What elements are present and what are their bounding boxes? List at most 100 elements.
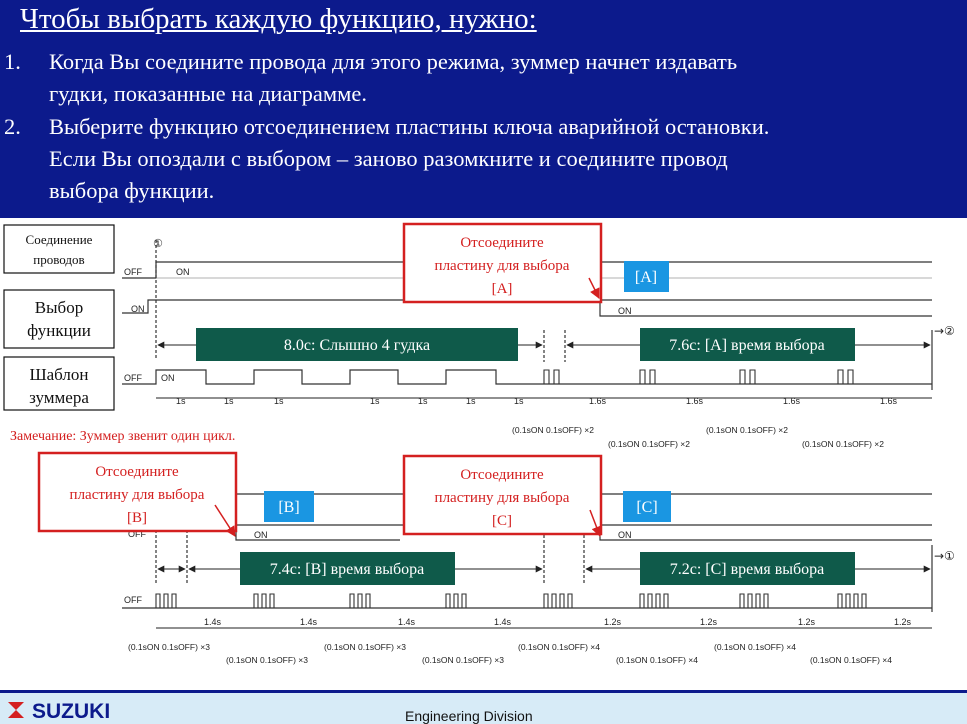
svg-text:1.6s: 1.6s: [589, 396, 607, 406]
footer-bar: SUZUKI Engineering Division: [0, 690, 967, 724]
svg-text:1.2s: 1.2s: [798, 617, 816, 627]
svg-text:(0.1sON 0.1sOFF) ×2: (0.1sON 0.1sOFF) ×2: [706, 425, 788, 435]
svg-text:(0.1sON 0.1sOFF) ×4: (0.1sON 0.1sOFF) ×4: [518, 642, 600, 652]
svg-text:8.0c: Слышно 4 гудка: 8.0c: Слышно 4 гудка: [284, 337, 430, 354]
svg-text:1s: 1s: [370, 396, 380, 406]
instruction-line: Когда Вы соедините провода для этого реж…: [49, 49, 738, 74]
callout-a: Отсоедините пластину для выбора [A]: [402, 222, 603, 304]
svg-text:[C]: [C]: [492, 513, 512, 529]
bottom-pulse-groups: [155, 593, 867, 609]
banner-b-time: 7.4c: [B] время выбора: [240, 552, 455, 585]
row-label-line: Выбор: [35, 298, 83, 317]
svg-text:7.4c: [B] время выбора: 7.4c: [B] время выбора: [270, 561, 425, 578]
svg-text:(0.1sON 0.1sOFF) ×3: (0.1sON 0.1sOFF) ×3: [422, 655, 504, 665]
state-on-label: ON: [176, 267, 190, 277]
svg-text:[C]: [C]: [636, 499, 657, 516]
page-title: Чтобы выбрать каждую функцию, нужно:: [20, 3, 537, 35]
tag-c: [C]: [623, 491, 671, 522]
svg-text:1.6s: 1.6s: [686, 396, 704, 406]
svg-text:1.4s: 1.4s: [494, 617, 512, 627]
tag-a: [A]: [624, 261, 669, 292]
timing-diagram: Соединение проводов Выбор функции Шаблон…: [0, 218, 967, 690]
note-text: Замечание: Зуммер звенит один цикл.: [10, 429, 235, 444]
row-label-connection: Соединение проводов: [3, 224, 115, 274]
row-label-line: Шаблон: [29, 365, 88, 384]
bottom-duration-labels: 1.4s 1.4s 1.4s 1.4s 1.2s 1.2s 1.2s 1.2s: [204, 617, 912, 627]
tag-b: [B]: [264, 491, 314, 522]
svg-text:1s: 1s: [224, 396, 234, 406]
state-on-label: ON: [618, 306, 632, 316]
row-label-line: зуммера: [29, 388, 89, 407]
row-label-line: проводов: [33, 252, 84, 267]
svg-text:7.6c: [A] время выбора: 7.6c: [A] время выбора: [669, 337, 824, 354]
svg-text:(0.1sON 0.1sOFF) ×2: (0.1sON 0.1sOFF) ×2: [608, 439, 690, 449]
callout-b: Отсоедините пластину для выбора [B]: [37, 451, 238, 537]
next-step-marker: →①: [934, 549, 955, 563]
callout-c: Отсоедините пластину для выбора [C]: [402, 454, 603, 537]
svg-text:пластину для выбора: пластину для выбора: [70, 487, 205, 503]
svg-text:(0.1sON 0.1sOFF) ×3: (0.1sON 0.1sOFF) ×3: [324, 642, 406, 652]
instruction-number: 2.: [4, 114, 21, 139]
svg-text:1.4s: 1.4s: [204, 617, 222, 627]
circled-one-marker: ①: [153, 237, 163, 250]
svg-text:Отсоедините: Отсоедините: [95, 464, 179, 480]
top-pattern-labels: (0.1sON 0.1sOFF) ×2 (0.1sON 0.1sOFF) ×2 …: [512, 425, 884, 449]
svg-text:1.2s: 1.2s: [604, 617, 622, 627]
state-off-label: OFF: [124, 267, 142, 277]
svg-text:1s: 1s: [176, 396, 186, 406]
row-label-selection: Выбор функции: [3, 289, 115, 349]
instruction-number: 1.: [4, 49, 21, 74]
svg-text:1.6s: 1.6s: [880, 396, 898, 406]
svg-text:[B]: [B]: [127, 510, 147, 526]
svg-text:1.2s: 1.2s: [894, 617, 912, 627]
svg-text:1s: 1s: [274, 396, 284, 406]
svg-text:пластину для выбора: пластину для выбора: [435, 490, 570, 506]
svg-text:(0.1sON 0.1sOFF) ×2: (0.1sON 0.1sOFF) ×2: [512, 425, 594, 435]
row-label-line: Соединение: [26, 232, 93, 247]
suzuki-s-emblem-icon: [8, 702, 24, 718]
banner-beeps: 8.0c: Слышно 4 гудка: [196, 328, 518, 361]
state-on-label: ON: [618, 530, 632, 540]
svg-text:(0.1sON 0.1sOFF) ×4: (0.1sON 0.1sOFF) ×4: [714, 642, 796, 652]
state-off-label: OFF: [124, 595, 142, 605]
division-label: Engineering Division: [405, 708, 533, 724]
instruction-line: Если Вы опоздали с выбором – заново разо…: [49, 146, 728, 171]
svg-text:1.2s: 1.2s: [700, 617, 718, 627]
svg-text:Отсоедините: Отсоедините: [460, 235, 544, 251]
next-step-marker: →②: [934, 324, 955, 338]
instruction-line: выбора функции.: [49, 178, 215, 203]
state-off-label: OFF: [124, 373, 142, 383]
svg-text:(0.1sON 0.1sOFF) ×3: (0.1sON 0.1sOFF) ×3: [226, 655, 308, 665]
svg-text:[B]: [B]: [278, 499, 299, 516]
instruction-line: Выберите функцию отсоединением пластины …: [49, 114, 770, 139]
suzuki-logo: SUZUKI: [8, 700, 110, 722]
bottom-pattern-labels: (0.1sON 0.1sOFF) ×3 (0.1sON 0.1sOFF) ×3 …: [128, 642, 892, 665]
state-on-label: ON: [161, 373, 175, 383]
svg-text:(0.1sON 0.1sOFF) ×4: (0.1sON 0.1sOFF) ×4: [810, 655, 892, 665]
instruction-line: гудки, показанные на диаграмме.: [49, 81, 367, 106]
banner-a-time: 7.6c: [A] время выбора: [640, 328, 855, 361]
top-duration-labels: 1s 1s 1s 1s 1s 1s 1s 1.6s 1.6s 1.6s 1.6s: [176, 396, 898, 406]
svg-text:1s: 1s: [466, 396, 476, 406]
top-pulse-groups: [543, 369, 854, 385]
state-on-label: ON: [131, 304, 145, 314]
svg-text:1.4s: 1.4s: [398, 617, 416, 627]
svg-text:[A]: [A]: [492, 281, 513, 297]
svg-text:1s: 1s: [514, 396, 524, 406]
svg-text:1.4s: 1.4s: [300, 617, 318, 627]
svg-text:пластину для выбора: пластину для выбора: [435, 258, 570, 274]
svg-text:1s: 1s: [418, 396, 428, 406]
svg-text:1.6s: 1.6s: [783, 396, 801, 406]
svg-text:Отсоедините: Отсоедините: [460, 467, 544, 483]
svg-text:(0.1sON 0.1sOFF) ×2: (0.1sON 0.1sOFF) ×2: [802, 439, 884, 449]
header-banner: Чтобы выбрать каждую функцию, нужно: 1. …: [0, 0, 967, 218]
logo-text: SUZUKI: [32, 700, 110, 722]
row-label-buzzer: Шаблон зуммера: [3, 356, 115, 411]
svg-text:(0.1sON 0.1sOFF) ×4: (0.1sON 0.1sOFF) ×4: [616, 655, 698, 665]
svg-text:(0.1sON 0.1sOFF) ×3: (0.1sON 0.1sOFF) ×3: [128, 642, 210, 652]
state-on-label: ON: [254, 530, 268, 540]
svg-text:7.2c: [C] время выбора: 7.2c: [C] время выбора: [670, 561, 825, 578]
row-label-line: функции: [27, 321, 91, 340]
state-off-label: OFF: [128, 529, 146, 539]
svg-text:[A]: [A]: [635, 269, 657, 286]
